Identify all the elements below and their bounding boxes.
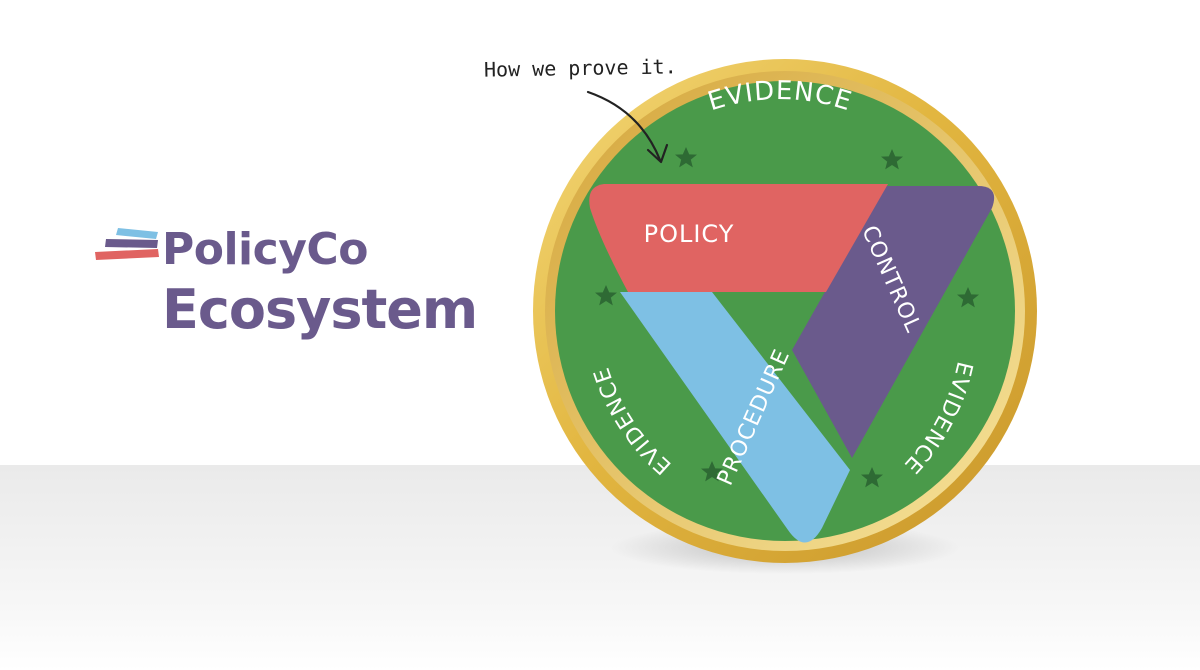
callout-text: How we prove it. <box>483 54 677 82</box>
side-label-policy: POLICY <box>644 220 735 248</box>
brand-stripes-icon <box>95 228 159 260</box>
callout-arrow <box>586 90 662 162</box>
brand-subtitle: Ecosystem <box>162 278 478 341</box>
floor-background <box>0 465 1200 670</box>
brand-name: PolicyCo <box>162 224 368 275</box>
control-band <box>792 186 995 458</box>
policy-band <box>589 184 888 292</box>
procedure-band <box>620 292 850 543</box>
callout-arrowhead <box>646 143 669 164</box>
